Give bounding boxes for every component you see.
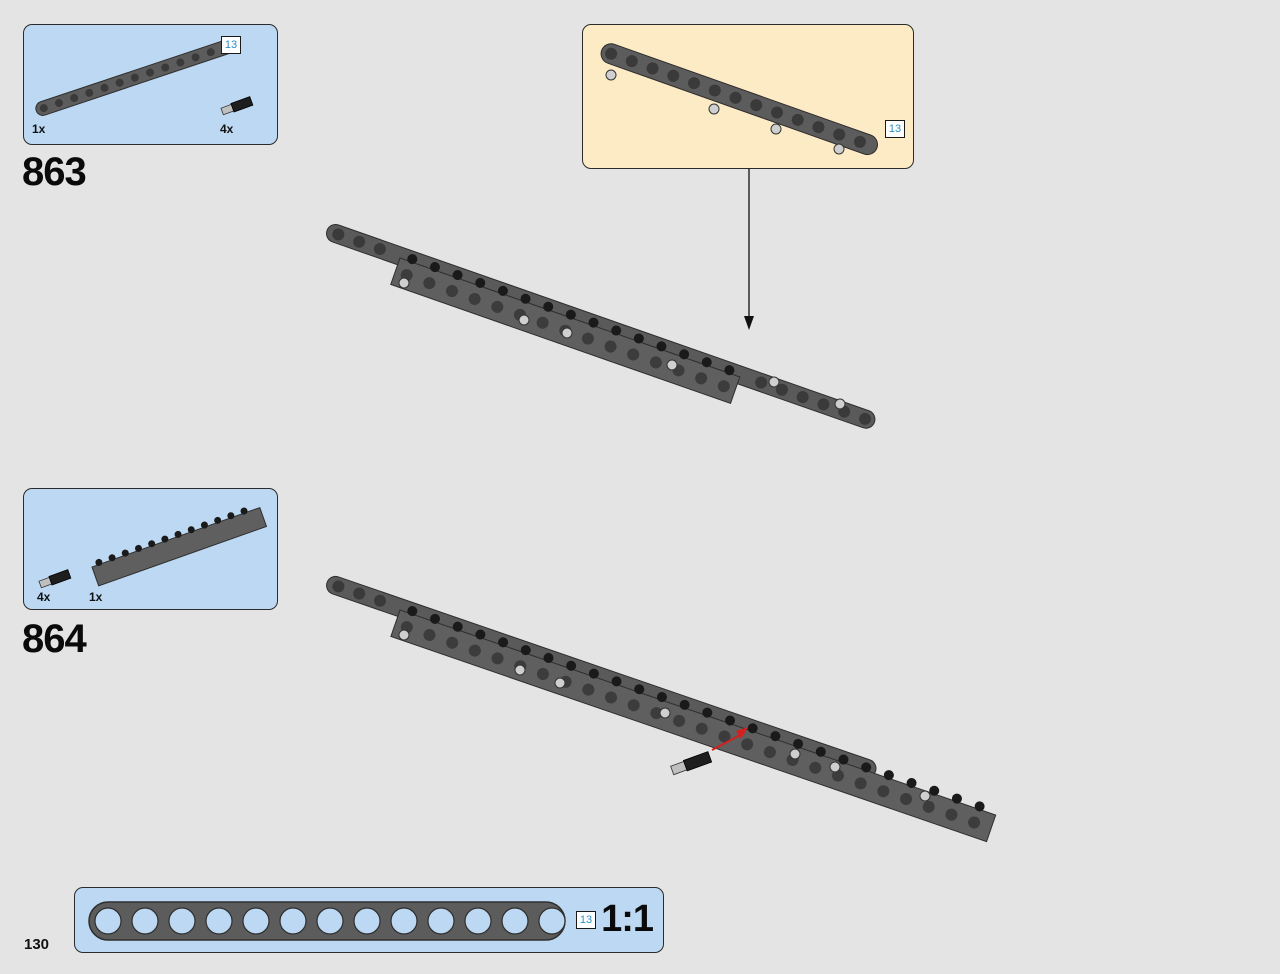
length-badge: 13	[576, 911, 596, 929]
step-number: 863	[22, 150, 87, 194]
length-badge: 13	[885, 120, 905, 138]
technic-pin-icon	[220, 96, 254, 116]
scale-label: 1:1	[601, 898, 654, 940]
part-quantity: 4x	[37, 590, 51, 604]
technic-beam-13-icon	[35, 38, 237, 116]
part-quantity: 1x	[89, 590, 103, 604]
part-quantity: 1x	[32, 122, 46, 136]
callout-box: 13	[582, 24, 914, 169]
beam-with-pins-icon	[600, 43, 878, 156]
page-number: 130	[24, 936, 50, 953]
technic-pin-icon	[38, 569, 72, 589]
length-ruler: 13 1:1	[74, 887, 664, 953]
length-badge: 13	[221, 36, 241, 54]
parts-list-864: 4x 1x	[23, 488, 278, 610]
technic-brick-icon	[91, 506, 268, 587]
technic-pin-icon	[670, 751, 713, 776]
beam-13-actual-size-icon	[88, 901, 566, 941]
parts-list-863: 1x 4x 13	[23, 24, 278, 145]
part-quantity: 4x	[220, 122, 234, 136]
step-number: 864	[22, 617, 87, 661]
